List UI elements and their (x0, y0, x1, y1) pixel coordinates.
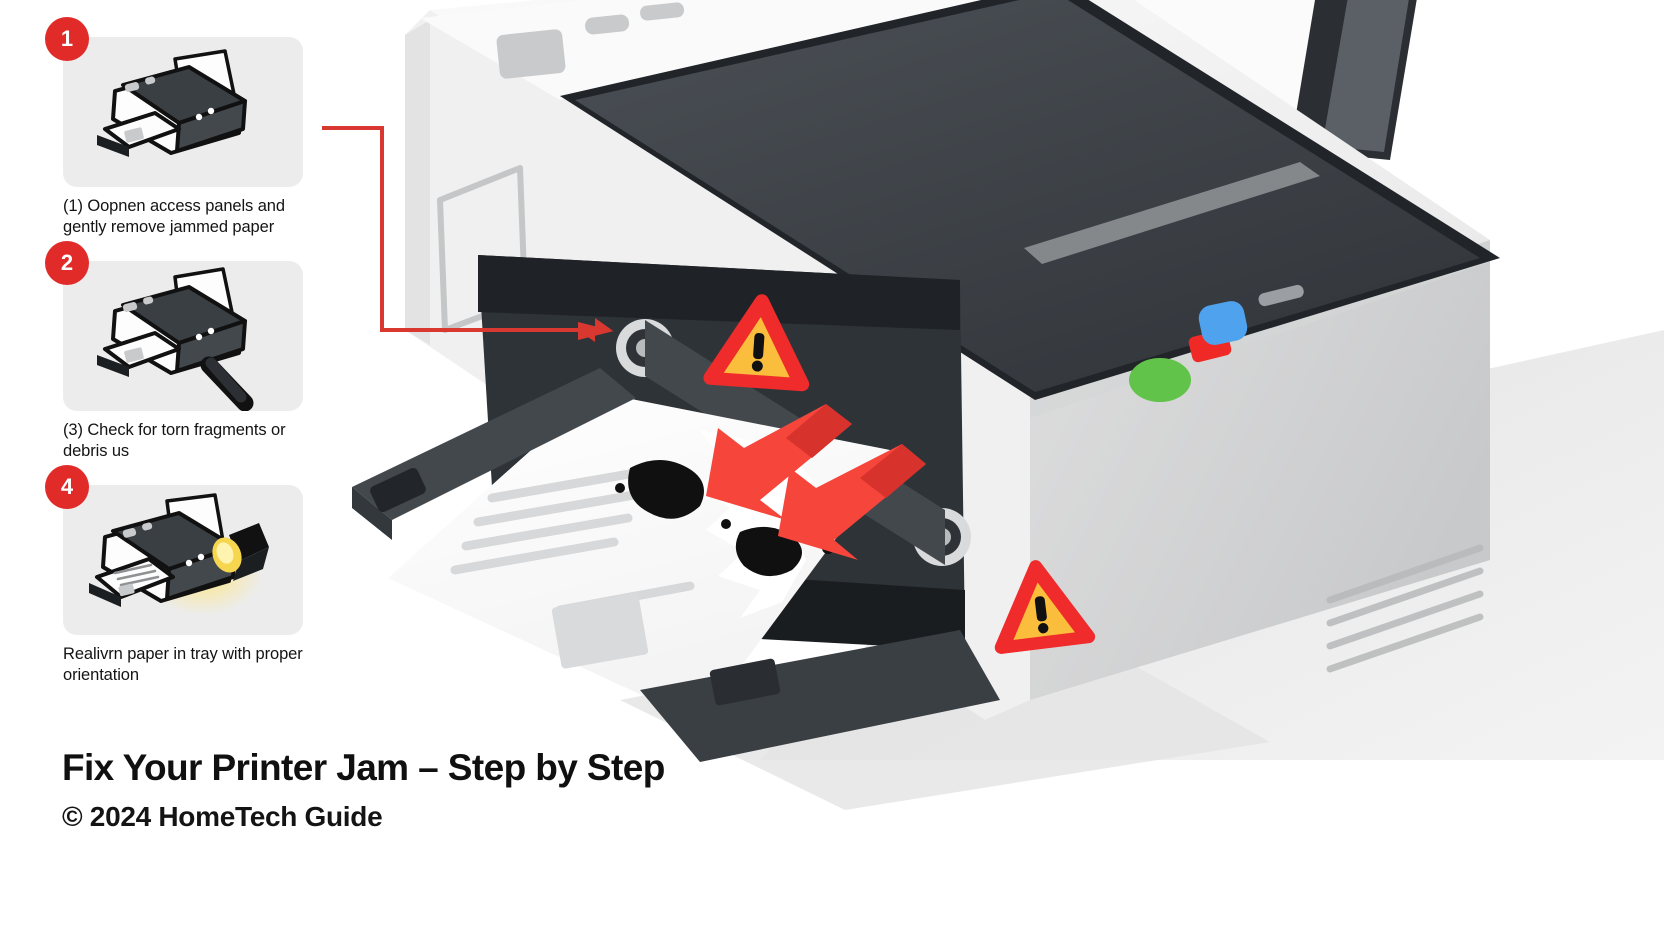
step-4-badge: 4 (45, 464, 89, 509)
step-card-2[interactable]: 2 (3) Check for torn fragm (45, 240, 373, 463)
step-1-badge: 1 (45, 17, 89, 61)
warning-triangle-lower (994, 560, 1096, 654)
step-card-4[interactable]: 4 (45, 464, 373, 687)
title-block: Fix Your Printer Jam – Step by Step © 20… (62, 747, 665, 832)
copyright-text: © 2024 HomeTech Guide (62, 800, 383, 832)
connector-line (322, 126, 614, 342)
printer-with-flashlight-icon (89, 493, 269, 615)
step-2-caption: (3) Check for torn fragments or debris u… (63, 420, 286, 461)
printer-vents (1326, 544, 1484, 673)
resume-button-blue[interactable] (1196, 299, 1249, 348)
step-4-thumbnail: 4 (45, 464, 303, 635)
step-list: 1 (1) Oopnen access panels and gently re… (45, 17, 373, 709)
printer-with-cable-icon (97, 267, 254, 411)
step-1-thumbnail: 1 (45, 17, 303, 187)
page-title: Fix Your Printer Jam – Step by Step (62, 747, 665, 788)
output-paper-guide (352, 368, 636, 540)
step-2-badge: 2 (45, 240, 89, 285)
step-card-1[interactable]: 1 (1) Oopnen access panels and gently re… (45, 17, 373, 239)
step-2-thumbnail: 2 (45, 240, 303, 411)
step-1-caption: (1) Oopnen access panels and gently remo… (63, 197, 285, 237)
power-button-green[interactable] (1129, 358, 1191, 402)
warning-triangle-upper (703, 294, 810, 392)
jam-arrow-darkpart (786, 404, 926, 498)
printer-icon (97, 49, 247, 157)
status-slot-gray (1258, 284, 1304, 307)
step-4-caption: Realivrn paper in tray with proper orien… (63, 644, 303, 685)
control-panel (1129, 284, 1304, 402)
front-output-tray (640, 630, 1000, 762)
